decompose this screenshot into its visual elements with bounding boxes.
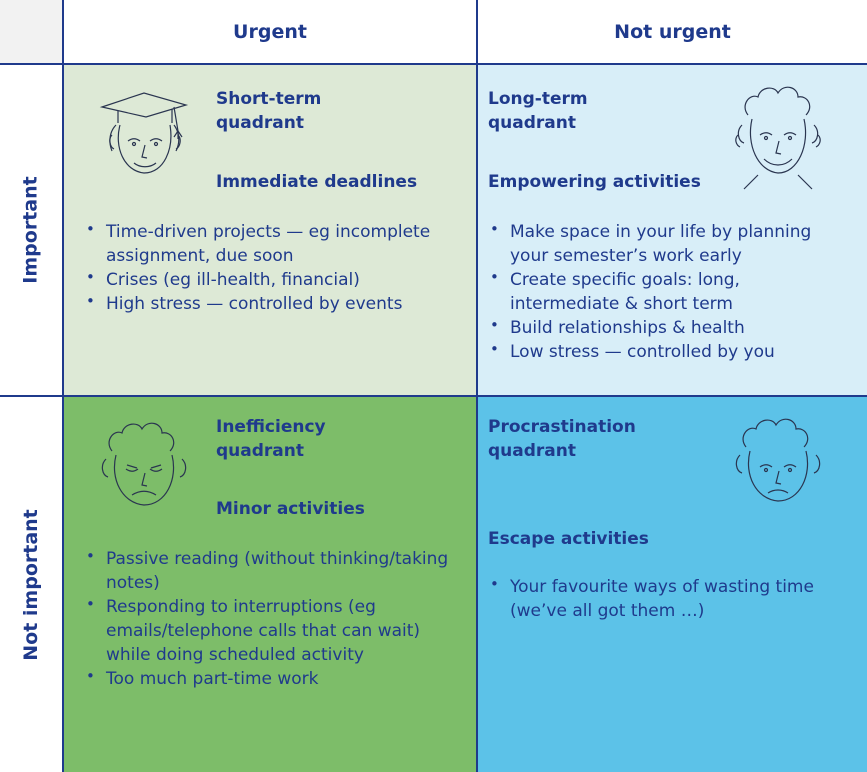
short-term-quadrant: Short-term quadrant Immediate deadlines … [64,65,476,395]
grid-line-label-column [62,0,64,772]
grid-line-middle [0,395,867,397]
inefficiency-quadrant: Inefficiency quadrant Minor activities P… [64,397,476,772]
inefficiency-bullet-list: Passive reading (without thinking/taking… [84,544,464,691]
procrastination-bullet-list: Your favourite ways of wasting time (we’… [488,572,838,623]
list-item: Your favourite ways of wasting time (we’… [488,572,838,623]
corner-cell [0,0,62,63]
procrastination-quadrant: Procrastination quadrant Escape activiti… [478,397,867,772]
graduate-face-icon [94,87,194,179]
grid-line-header [62,63,867,65]
row-header-important: Important [0,65,62,395]
row-header-not-important: Not important [0,397,62,772]
frowning-face-icon [94,415,194,511]
short-term-quadrant-subtitle: Immediate deadlines [216,172,418,192]
short-term-quadrant-title: Short-term quadrant [216,89,322,133]
list-item: Passive reading (without thinking/taking… [84,544,464,595]
list-item: Responding to interruptions (eg emails/t… [84,592,464,667]
column-header-not-urgent: Not urgent [614,20,731,43]
list-item: Too much part-time work [84,664,464,691]
list-item: Build relationships & health [488,313,853,340]
inefficiency-quadrant-subtitle: Minor activities [216,499,365,519]
column-header-urgent: Urgent [233,20,307,43]
list-item: Crises (eg ill-health, financial) [84,265,464,292]
long-term-quadrant: Long-term quadrant Empowering activities… [478,65,867,395]
long-term-bullet-list: Make space in your life by planning your… [488,217,853,364]
smiling-face-icon [728,75,828,191]
row-header-not-important-label: Not important [20,508,42,661]
grid-line-center [476,0,478,772]
short-term-bullet-list: Time-driven projects — eg incomplete ass… [84,217,464,316]
list-item: High stress — controlled by events [84,289,464,316]
list-item: Low stress — controlled by you [488,337,853,364]
procrastination-quadrant-title: Procrastination quadrant [488,417,636,461]
list-item: Create specific goals: long, intermediat… [488,265,853,316]
grid-line-corner [0,63,62,65]
long-term-quadrant-title: Long-term quadrant [488,89,588,133]
list-item: Make space in your life by planning your… [488,217,853,268]
row-header-important-label: Important [20,176,42,284]
long-term-quadrant-subtitle: Empowering activities [488,172,701,192]
list-item: Time-driven projects — eg incomplete ass… [84,217,464,268]
procrastination-quadrant-subtitle: Escape activities [488,529,649,549]
sad-face-icon [728,411,828,507]
inefficiency-quadrant-title: Inefficiency quadrant [216,417,326,461]
